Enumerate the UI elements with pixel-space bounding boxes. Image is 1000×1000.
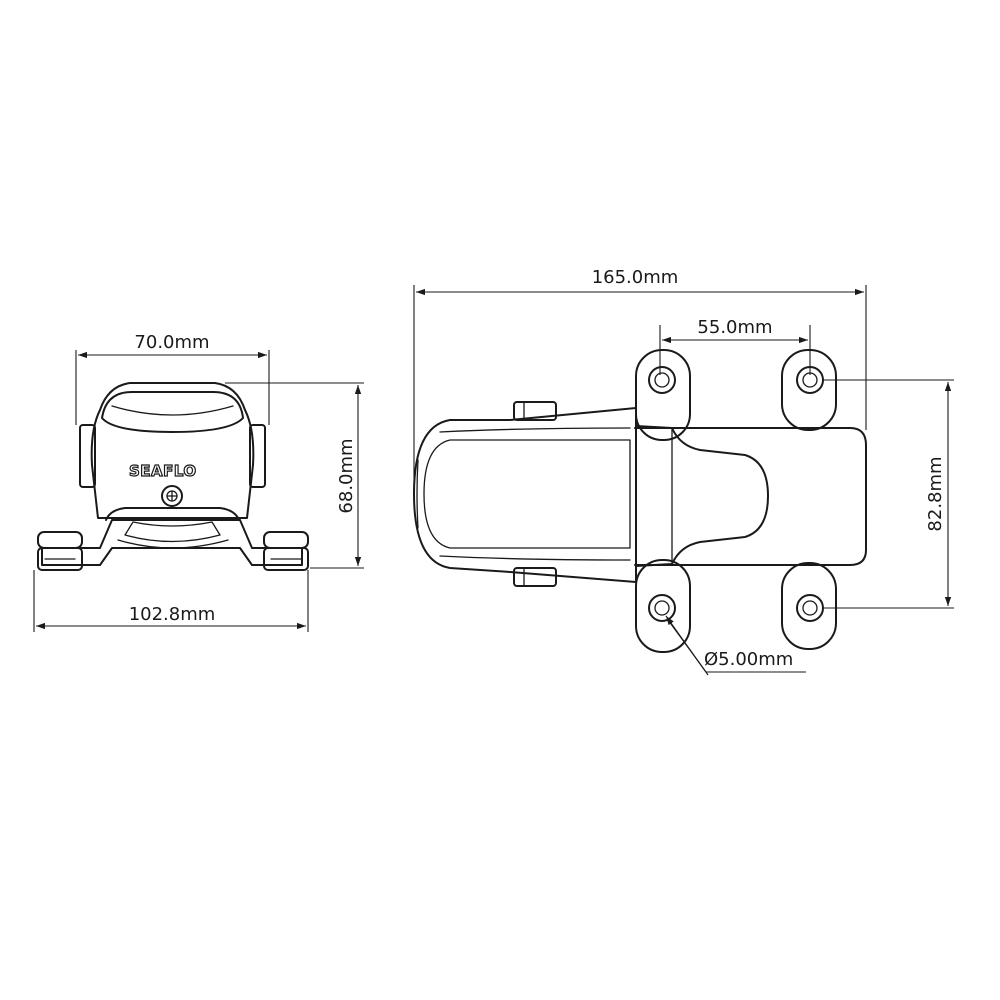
mount-hole-icon xyxy=(648,366,676,394)
front-base-plate xyxy=(41,519,303,566)
port-tab-bottom xyxy=(513,567,557,587)
front-left-bracket xyxy=(79,424,96,488)
dim-base-width: 102.8mm xyxy=(129,604,216,625)
top-view xyxy=(413,349,867,653)
mount-plate-bottom-right xyxy=(781,562,837,650)
mount-plate-top-right xyxy=(781,349,837,431)
front-pump-body xyxy=(90,382,255,519)
mount-hole-icon xyxy=(796,594,824,622)
dim-hole-diameter: Ø5.00mm xyxy=(704,649,793,670)
front-right-bracket xyxy=(249,424,266,488)
mount-plate-bottom-left xyxy=(635,559,691,653)
front-lower-housing xyxy=(105,507,240,521)
mount-hole-icon xyxy=(648,594,676,622)
front-dimensions: 70.0mm 68.0mm 102.8mm xyxy=(33,332,364,632)
front-right-foot xyxy=(263,531,309,571)
dim-front-height: 68.0mm xyxy=(336,438,357,513)
brand-logo: SEAFLO xyxy=(129,462,197,480)
front-view: SEAFLO xyxy=(37,382,309,571)
motor-housing xyxy=(634,427,867,566)
top-dimensions: 165.0mm 55.0mm 82.8mm Ø5.00mm xyxy=(413,267,954,676)
front-left-foot xyxy=(37,531,83,571)
mount-plate-top-left xyxy=(635,349,691,441)
dim-mount-width: 82.8mm xyxy=(925,456,946,531)
front-outlet-port-icon xyxy=(161,485,183,507)
pump-head xyxy=(413,407,637,583)
dim-front-width: 70.0mm xyxy=(134,332,209,353)
pump-head-bulge xyxy=(635,425,769,567)
front-cover-curve xyxy=(101,391,244,433)
dim-overall-length: 165.0mm xyxy=(592,267,679,288)
port-tab-top xyxy=(513,401,557,421)
dim-hole-spacing: 55.0mm xyxy=(697,317,772,338)
